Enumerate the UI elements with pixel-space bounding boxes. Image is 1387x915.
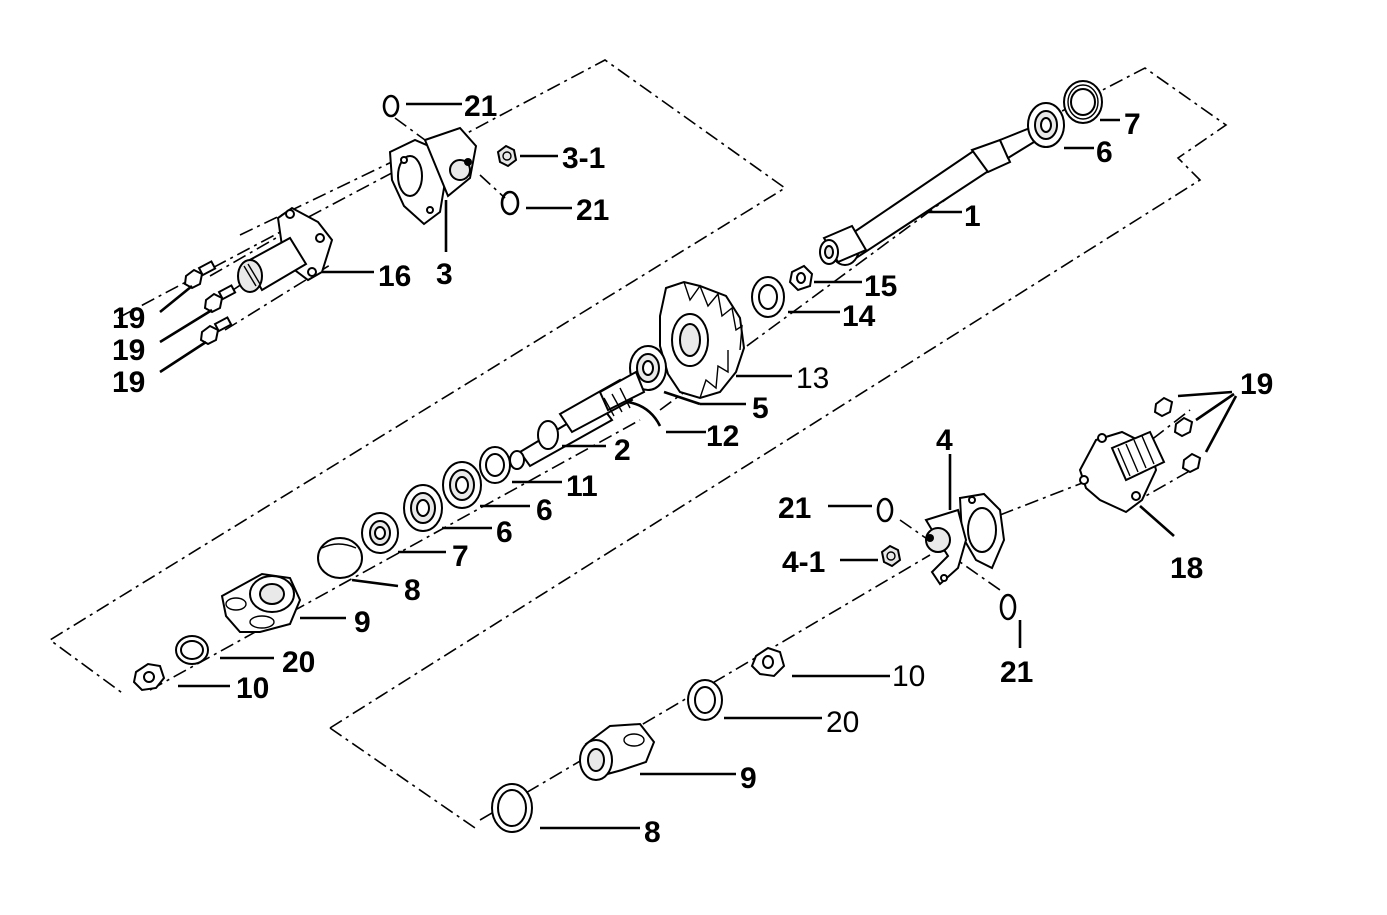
callout-10: 10 <box>236 672 269 705</box>
part-2-pinion-shaft <box>509 370 646 470</box>
part-3-1-grease-nut <box>496 144 518 168</box>
part-14-washer <box>751 276 785 318</box>
part-20-washer-right <box>687 679 723 721</box>
part-19-bolt-left-c <box>199 316 233 346</box>
callout-20: 20 <box>826 706 859 739</box>
leader-lines <box>159 102 1238 830</box>
callout-21: 21 <box>1000 656 1033 689</box>
callout-19: 19 <box>112 334 145 367</box>
callout-19: 19 <box>1240 368 1273 401</box>
callout-10: 10 <box>892 660 925 693</box>
center-axes <box>149 117 1201 821</box>
callout-9: 9 <box>354 606 371 639</box>
part-19-bolt-right-a <box>1153 396 1174 418</box>
part-9-yoke-left <box>220 572 302 633</box>
part-8-cover-left <box>317 537 363 579</box>
callout-7: 7 <box>1124 108 1141 141</box>
part-21-oring-top-a <box>382 94 400 118</box>
part-19-bolt-right-b <box>1173 416 1194 438</box>
part-21-oring-right-a <box>876 497 894 523</box>
callout-19: 19 <box>112 302 145 335</box>
part-15-nut <box>788 264 814 292</box>
callout-6: 6 <box>1096 136 1113 169</box>
part-6-bearing-mid-a <box>442 461 482 509</box>
callout-15: 15 <box>864 270 897 303</box>
callout-21: 21 <box>464 90 497 123</box>
part-3-universal-joint <box>388 126 478 226</box>
part-19-bolt-left-a <box>183 260 217 290</box>
part-10-nut-right <box>750 646 786 678</box>
callout-1: 1 <box>964 200 981 233</box>
part-7-seal-mid <box>361 512 399 554</box>
part-10-nut-left <box>132 662 166 692</box>
part-8-cover-right <box>491 783 533 833</box>
callout-21: 21 <box>576 194 609 227</box>
part-16-flange-sleeve <box>237 206 334 293</box>
callout-7: 7 <box>452 540 469 573</box>
part-1-drive-shaft <box>819 126 1036 266</box>
callout-9: 9 <box>740 762 757 795</box>
callout-16: 16 <box>378 260 411 293</box>
callout-5: 5 <box>752 392 769 425</box>
callout-2: 2 <box>614 434 631 467</box>
part-4-universal-joint <box>924 492 1006 586</box>
part-18-flange-sleeve <box>1078 430 1166 514</box>
callout-21: 21 <box>778 492 811 525</box>
callout-4: 4 <box>936 424 953 457</box>
part-7-seal-top <box>1063 80 1103 124</box>
callout-11: 11 <box>566 470 598 503</box>
callout-12: 12 <box>706 420 739 453</box>
part-6-bearing-mid-b <box>403 484 443 532</box>
callout-14: 14 <box>842 300 876 333</box>
callout-13: 13 <box>796 362 829 395</box>
part-21-oring-top-b <box>500 190 520 216</box>
part-6-bearing-top <box>1027 102 1065 148</box>
callout-20: 20 <box>282 646 315 679</box>
part-19-bolt-left-b <box>203 284 237 314</box>
callout-3-1: 3-1 <box>562 142 605 175</box>
callout-3: 3 <box>436 258 453 291</box>
callout-4-1: 4-1 <box>782 546 825 579</box>
part-9-yoke-right <box>579 722 656 781</box>
part-12-snap-ring <box>627 400 662 427</box>
part-20-washer-left <box>175 635 209 665</box>
part-11-washer <box>479 446 511 484</box>
boundary-right-assembly <box>329 67 1228 831</box>
part-4-1-grease-nut <box>880 544 902 568</box>
callout-8: 8 <box>644 816 661 849</box>
part-21-oring-right-b <box>999 593 1017 621</box>
part-13-bevel-gear <box>659 280 746 400</box>
callout-18: 18 <box>1170 552 1203 585</box>
part-19-bolt-right-c <box>1181 452 1202 474</box>
callout-6: 6 <box>496 516 513 549</box>
callout-6: 6 <box>536 494 553 527</box>
callout-8: 8 <box>404 574 421 607</box>
callout-labels: 21 3-1 21 3 16 19 19 19 7 6 1 15 14 13 5… <box>112 90 1273 849</box>
callout-19: 19 <box>112 366 145 399</box>
